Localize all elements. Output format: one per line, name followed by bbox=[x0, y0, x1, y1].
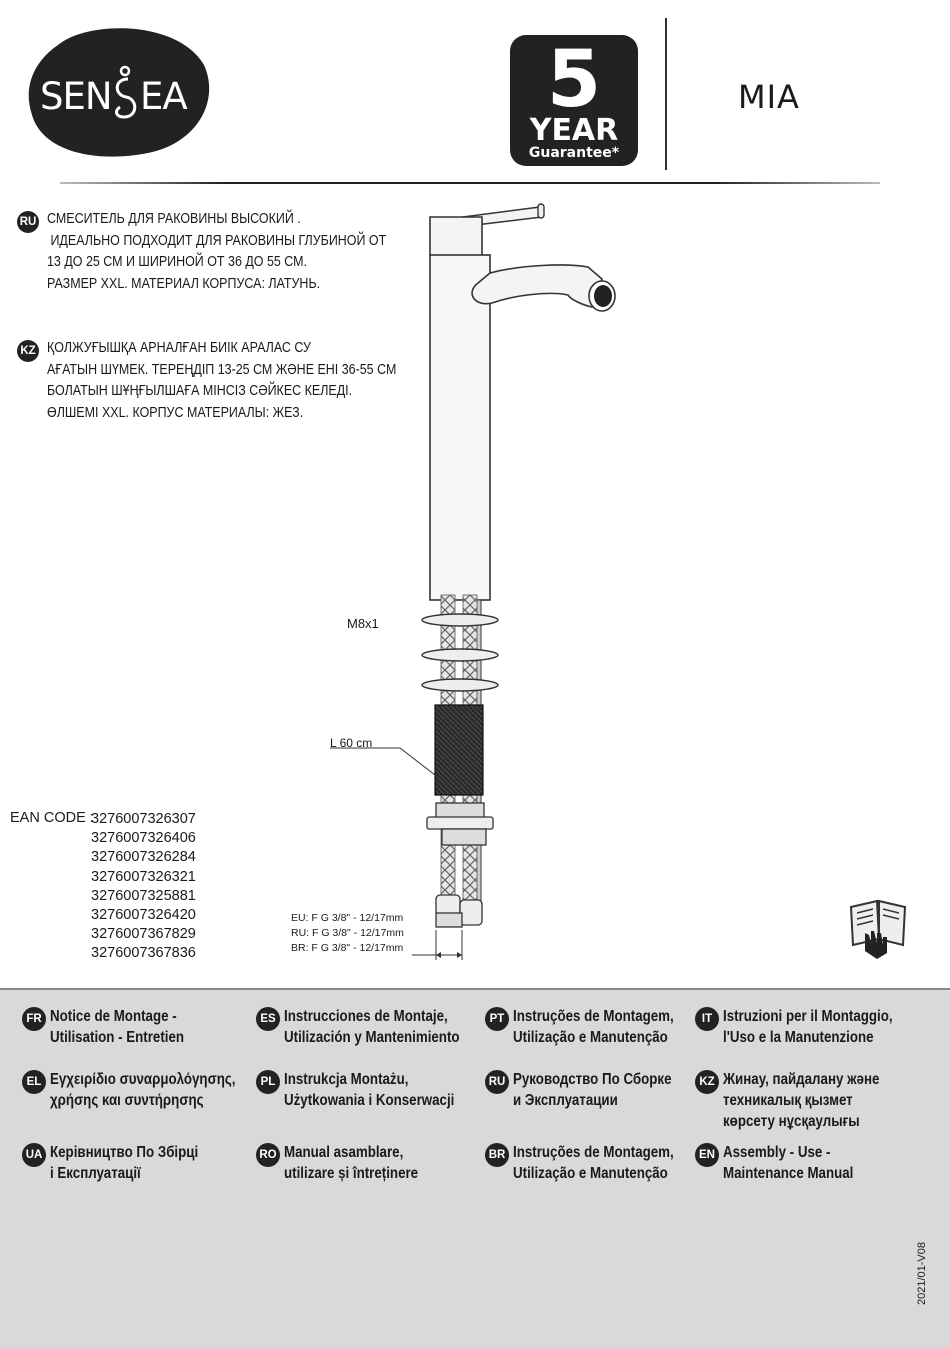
lang-badge-ua: UA bbox=[22, 1143, 46, 1167]
faucet-diagram bbox=[330, 203, 616, 960]
lang-badge-pl: PL bbox=[256, 1070, 280, 1094]
connection-spec-ru: RU: F G 3/8" - 12/17mm bbox=[291, 927, 404, 939]
lang-badge-kz: KZ bbox=[17, 340, 39, 362]
lang-badge-el: EL bbox=[22, 1070, 46, 1094]
ean-code: 3276007326307 bbox=[91, 811, 196, 827]
description-line: ҚОЛЖУҒЫШҚА АРНАЛҒАН БИІК АРАЛАС СУ bbox=[47, 340, 311, 356]
lang-badge-ro: RO bbox=[256, 1143, 280, 1167]
guarantee-badge: 5 YEAR Guarantee* bbox=[510, 35, 638, 166]
description-ru: СМЕСИТЕЛЬ ДЛЯ РАКОВИНЫ ВЫСОКИЙ . ИДЕАЛЬН… bbox=[47, 209, 386, 295]
lang-badge-pt: PT bbox=[485, 1007, 509, 1031]
thread-label: M8x1 bbox=[347, 616, 379, 631]
sensea-logo: SEN EA bbox=[28, 28, 210, 157]
hose-length-label: L 60 cm bbox=[330, 736, 373, 750]
connection-spec-eu: EU: F G 3/8" - 12/17mm bbox=[291, 912, 404, 924]
guarantee-year: YEAR bbox=[529, 113, 619, 148]
lang-badge-ru: RU bbox=[17, 211, 39, 233]
svg-text:SEN: SEN bbox=[40, 75, 112, 118]
guarantee-label: Guarantee* bbox=[528, 145, 620, 161]
connection-spec-br: BR: F G 3/8" - 12/17mm bbox=[291, 942, 404, 954]
connection-specs: EU: F G 3/8" - 12/17mm RU: F G 3/8" - 12… bbox=[291, 911, 404, 956]
ean-code: 3276007326420 bbox=[91, 907, 196, 924]
model-name: MIA bbox=[738, 78, 800, 116]
lang-badge-kz-footer: KZ bbox=[695, 1070, 719, 1094]
ean-code: 3276007326284 bbox=[91, 849, 196, 866]
description-line: РАЗМЕР XXL. МАТЕРИАЛ КОРПУСА: ЛАТУНЬ. bbox=[47, 275, 321, 292]
read-manual-icon bbox=[849, 899, 907, 959]
document-version: 2021/01-V08 bbox=[916, 1242, 928, 1305]
lang-badge-ru-footer: RU bbox=[485, 1070, 509, 1094]
description-line: 13 ДО 25 СМ И ШИРИНОЙ ОТ 36 ДО 55 СМ. bbox=[47, 254, 308, 270]
ean-code: 3276007325881 bbox=[91, 887, 196, 904]
ean-label: EAN CODE : bbox=[10, 810, 94, 826]
svg-text:EA: EA bbox=[140, 75, 187, 118]
guarantee-number: 5 bbox=[546, 35, 602, 125]
description-line: БОЛАТЫН ШҰҢҒЫЛШАҒА МІНСІЗ СӘЙКЕС КЕЛЕДІ. bbox=[47, 383, 353, 399]
description-line: ИДЕАЛЬНО ПОДХОДИТ ДЛЯ РАКОВИНЫ ГЛУБИНОЙ … bbox=[47, 232, 387, 249]
manual-languages-footer: FR Notice de Montage -Utilisation - Entr… bbox=[0, 988, 950, 1348]
ean-code-list: 3276007326307 3276007326406 327600732628… bbox=[91, 810, 196, 964]
description-kz: ҚОЛЖУҒЫШҚА АРНАЛҒАН БИІК АРАЛАС СУ АҒАТЫ… bbox=[47, 338, 396, 424]
lang-badge-br: BR bbox=[485, 1143, 509, 1167]
ean-code: 3276007326406 bbox=[91, 830, 196, 847]
ean-code: 3276007367829 bbox=[91, 926, 196, 943]
ean-code: 3276007326321 bbox=[91, 868, 196, 885]
description-line: ӨЛШЕМІ XXL. КОРПУС МАТЕРИАЛЫ: ЖЕЗ. bbox=[47, 404, 304, 421]
header-divider bbox=[665, 18, 667, 170]
lang-badge-es: ES bbox=[256, 1007, 280, 1031]
description-line: АҒАТЫН ШҮМЕК. ТЕРЕҢДІП 13-25 СМ ЖӘНЕ ЕНІ… bbox=[47, 361, 397, 378]
ean-code: 3276007367836 bbox=[91, 945, 196, 962]
lang-badge-en: EN bbox=[695, 1143, 719, 1167]
header-rule bbox=[60, 182, 880, 184]
lang-badge-fr: FR bbox=[22, 1007, 46, 1031]
lang-badge-it: IT bbox=[695, 1007, 719, 1031]
description-line: СМЕСИТЕЛЬ ДЛЯ РАКОВИНЫ ВЫСОКИЙ . bbox=[47, 211, 301, 227]
